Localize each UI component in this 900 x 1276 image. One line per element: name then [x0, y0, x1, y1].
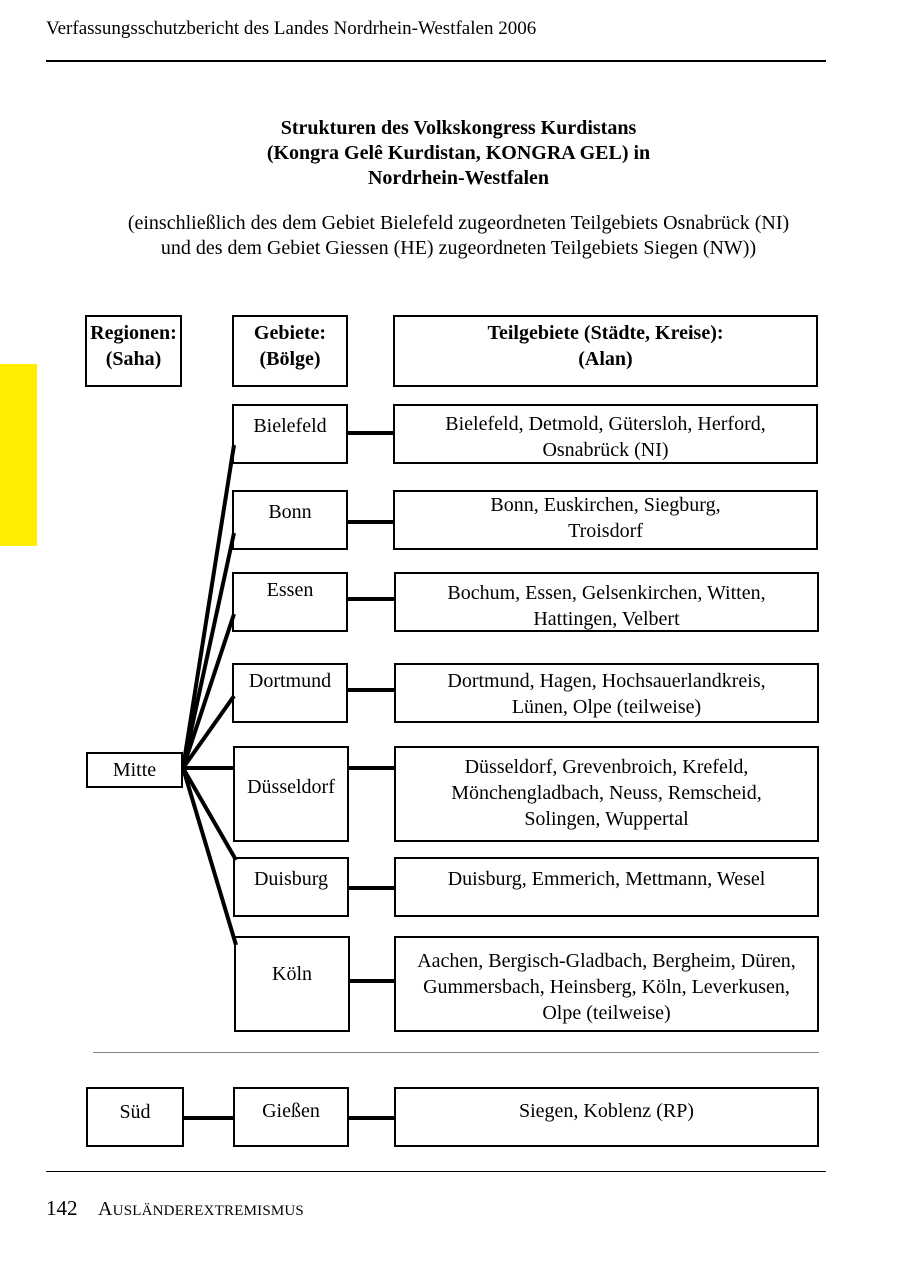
area-box: Dortmund: [232, 663, 348, 723]
subarea-line: Troisdorf: [568, 520, 643, 542]
subtitle-line: und des dem Gebiet Giessen (HE) zugeordn…: [160, 237, 757, 259]
header-subareas-line: Teilgebiete (Städte, Kreise):: [487, 322, 724, 344]
area-label: Duisburg: [253, 868, 329, 890]
subarea-box: Bonn, Euskirchen, Siegburg, Troisdorf: [393, 490, 818, 550]
area-label: Dortmund: [248, 670, 332, 692]
subarea-line: Gummersbach, Heinsberg, Köln, Leverkusen…: [423, 976, 790, 998]
subarea-box: Bielefeld, Detmold, Gütersloh, Herford, O…: [393, 404, 818, 464]
fan-connector-line: [181, 767, 238, 861]
subarea-line: Mönchengladbach, Neuss, Remscheid,: [451, 782, 762, 804]
chart-title: Strukturen des Volkskongress Kurdistans …: [100, 116, 817, 191]
header-rule: [46, 60, 826, 62]
area-label: Bonn: [268, 501, 312, 523]
subarea-box: Aachen, Bergisch-Gladbach, Bergheim, Dür…: [394, 936, 819, 1032]
subarea-line: Bochum, Essen, Gelsenkirchen, Witten,: [447, 582, 766, 604]
region-label: Süd: [119, 1101, 151, 1123]
subarea-line: Lünen, Olpe (teilweise): [511, 696, 702, 718]
area-label: Bielefeld: [253, 415, 327, 437]
subtitle-line: (einschließlich des dem Gebiet Bielefeld…: [127, 212, 790, 234]
subarea-box: Siegen, Koblenz (RP): [394, 1087, 819, 1147]
area-box: Duisburg: [233, 857, 349, 917]
section-title-rest: USLÄNDEREXTREMISMUS: [112, 1203, 304, 1219]
header-subareas: Teilgebiete (Städte, Kreise): (Alan): [393, 315, 818, 387]
fan-connector-line: [181, 767, 238, 946]
subarea-line: Bielefeld, Detmold, Gütersloh, Herford,: [445, 413, 766, 435]
area-label: Köln: [272, 963, 312, 985]
title-line: (Kongra Gelê Kurdistan, KONGRA GEL) in: [266, 142, 651, 164]
area-box: Düsseldorf: [233, 746, 349, 842]
header-regions: Regionen: (Saha): [85, 315, 182, 387]
area-box: Essen: [232, 572, 348, 632]
page-number: 142: [46, 1196, 78, 1220]
fan-connector-line: [181, 532, 236, 769]
fan-connector-line: [181, 694, 236, 770]
region-label: Mitte: [112, 759, 157, 781]
subarea-line: Siegen, Koblenz (RP): [519, 1100, 694, 1122]
subarea-line: Dortmund, Hagen, Hochsauerlandkreis,: [447, 670, 766, 692]
subarea-line: Osnabrück (NI): [542, 439, 669, 461]
area-box: Köln: [234, 936, 350, 1032]
subarea-line: Duisburg, Emmerich, Mettmann, Wesel: [447, 868, 766, 890]
fan-connector-line: [181, 613, 236, 769]
area-label: Essen: [266, 579, 314, 601]
fan-connector-line: [181, 444, 236, 769]
running-header-title: Verfassungsschutzbericht des Landes Nord…: [46, 18, 537, 39]
area-box: Bonn: [232, 490, 348, 550]
section-title-initial: A: [98, 1198, 113, 1220]
subarea-box: Duisburg, Emmerich, Mettmann, Wesel: [394, 857, 819, 917]
header-areas: Gebiete: (Bölge): [232, 315, 348, 387]
subarea-line: Aachen, Bergisch-Gladbach, Bergheim, Dür…: [417, 950, 796, 972]
header-subareas-line: (Alan): [578, 348, 633, 370]
subarea-box: Dortmund, Hagen, Hochsauerlandkreis, Lüne…: [394, 663, 819, 723]
section-title: AUSLÄNDEREXTREMISMUS: [98, 1198, 304, 1221]
area-label: Düsseldorf: [247, 776, 335, 798]
subarea-line: Solingen, Wuppertal: [524, 808, 689, 830]
subarea-box: Düsseldorf, Grevenbroich, Krefeld, Mönche…: [394, 746, 819, 842]
title-line: Strukturen des Volkskongress Kurdistans: [280, 117, 637, 139]
area-box: Gießen: [233, 1087, 349, 1147]
area-label: Gießen: [262, 1100, 320, 1122]
region-box-mitte: Mitte: [86, 752, 183, 788]
subarea-line: Bonn, Euskirchen, Siegburg,: [490, 494, 721, 516]
side-tab-marker: [0, 364, 37, 546]
chart-subtitle: (einschließlich des dem Gebiet Bielefeld…: [80, 211, 837, 261]
region-box-sued: Süd: [86, 1087, 184, 1147]
header-areas-line: Gebiete:: [253, 322, 327, 344]
subarea-line: Olpe (teilweise): [542, 1002, 671, 1024]
section-separator: [93, 1052, 819, 1053]
header-areas-line: (Bölge): [259, 348, 321, 370]
title-line: Nordrhein-Westfalen: [367, 167, 550, 189]
subarea-line: Hattingen, Velbert: [533, 608, 680, 630]
header-regions-line: Regionen:: [90, 322, 177, 344]
header-regions-line: (Saha): [105, 348, 162, 370]
footer-rule: [46, 1171, 826, 1172]
subarea-box: Bochum, Essen, Gelsenkirchen, Witten, Hat…: [394, 572, 819, 632]
subarea-line: Düsseldorf, Grevenbroich, Krefeld,: [464, 756, 749, 778]
area-box: Bielefeld: [232, 404, 348, 464]
